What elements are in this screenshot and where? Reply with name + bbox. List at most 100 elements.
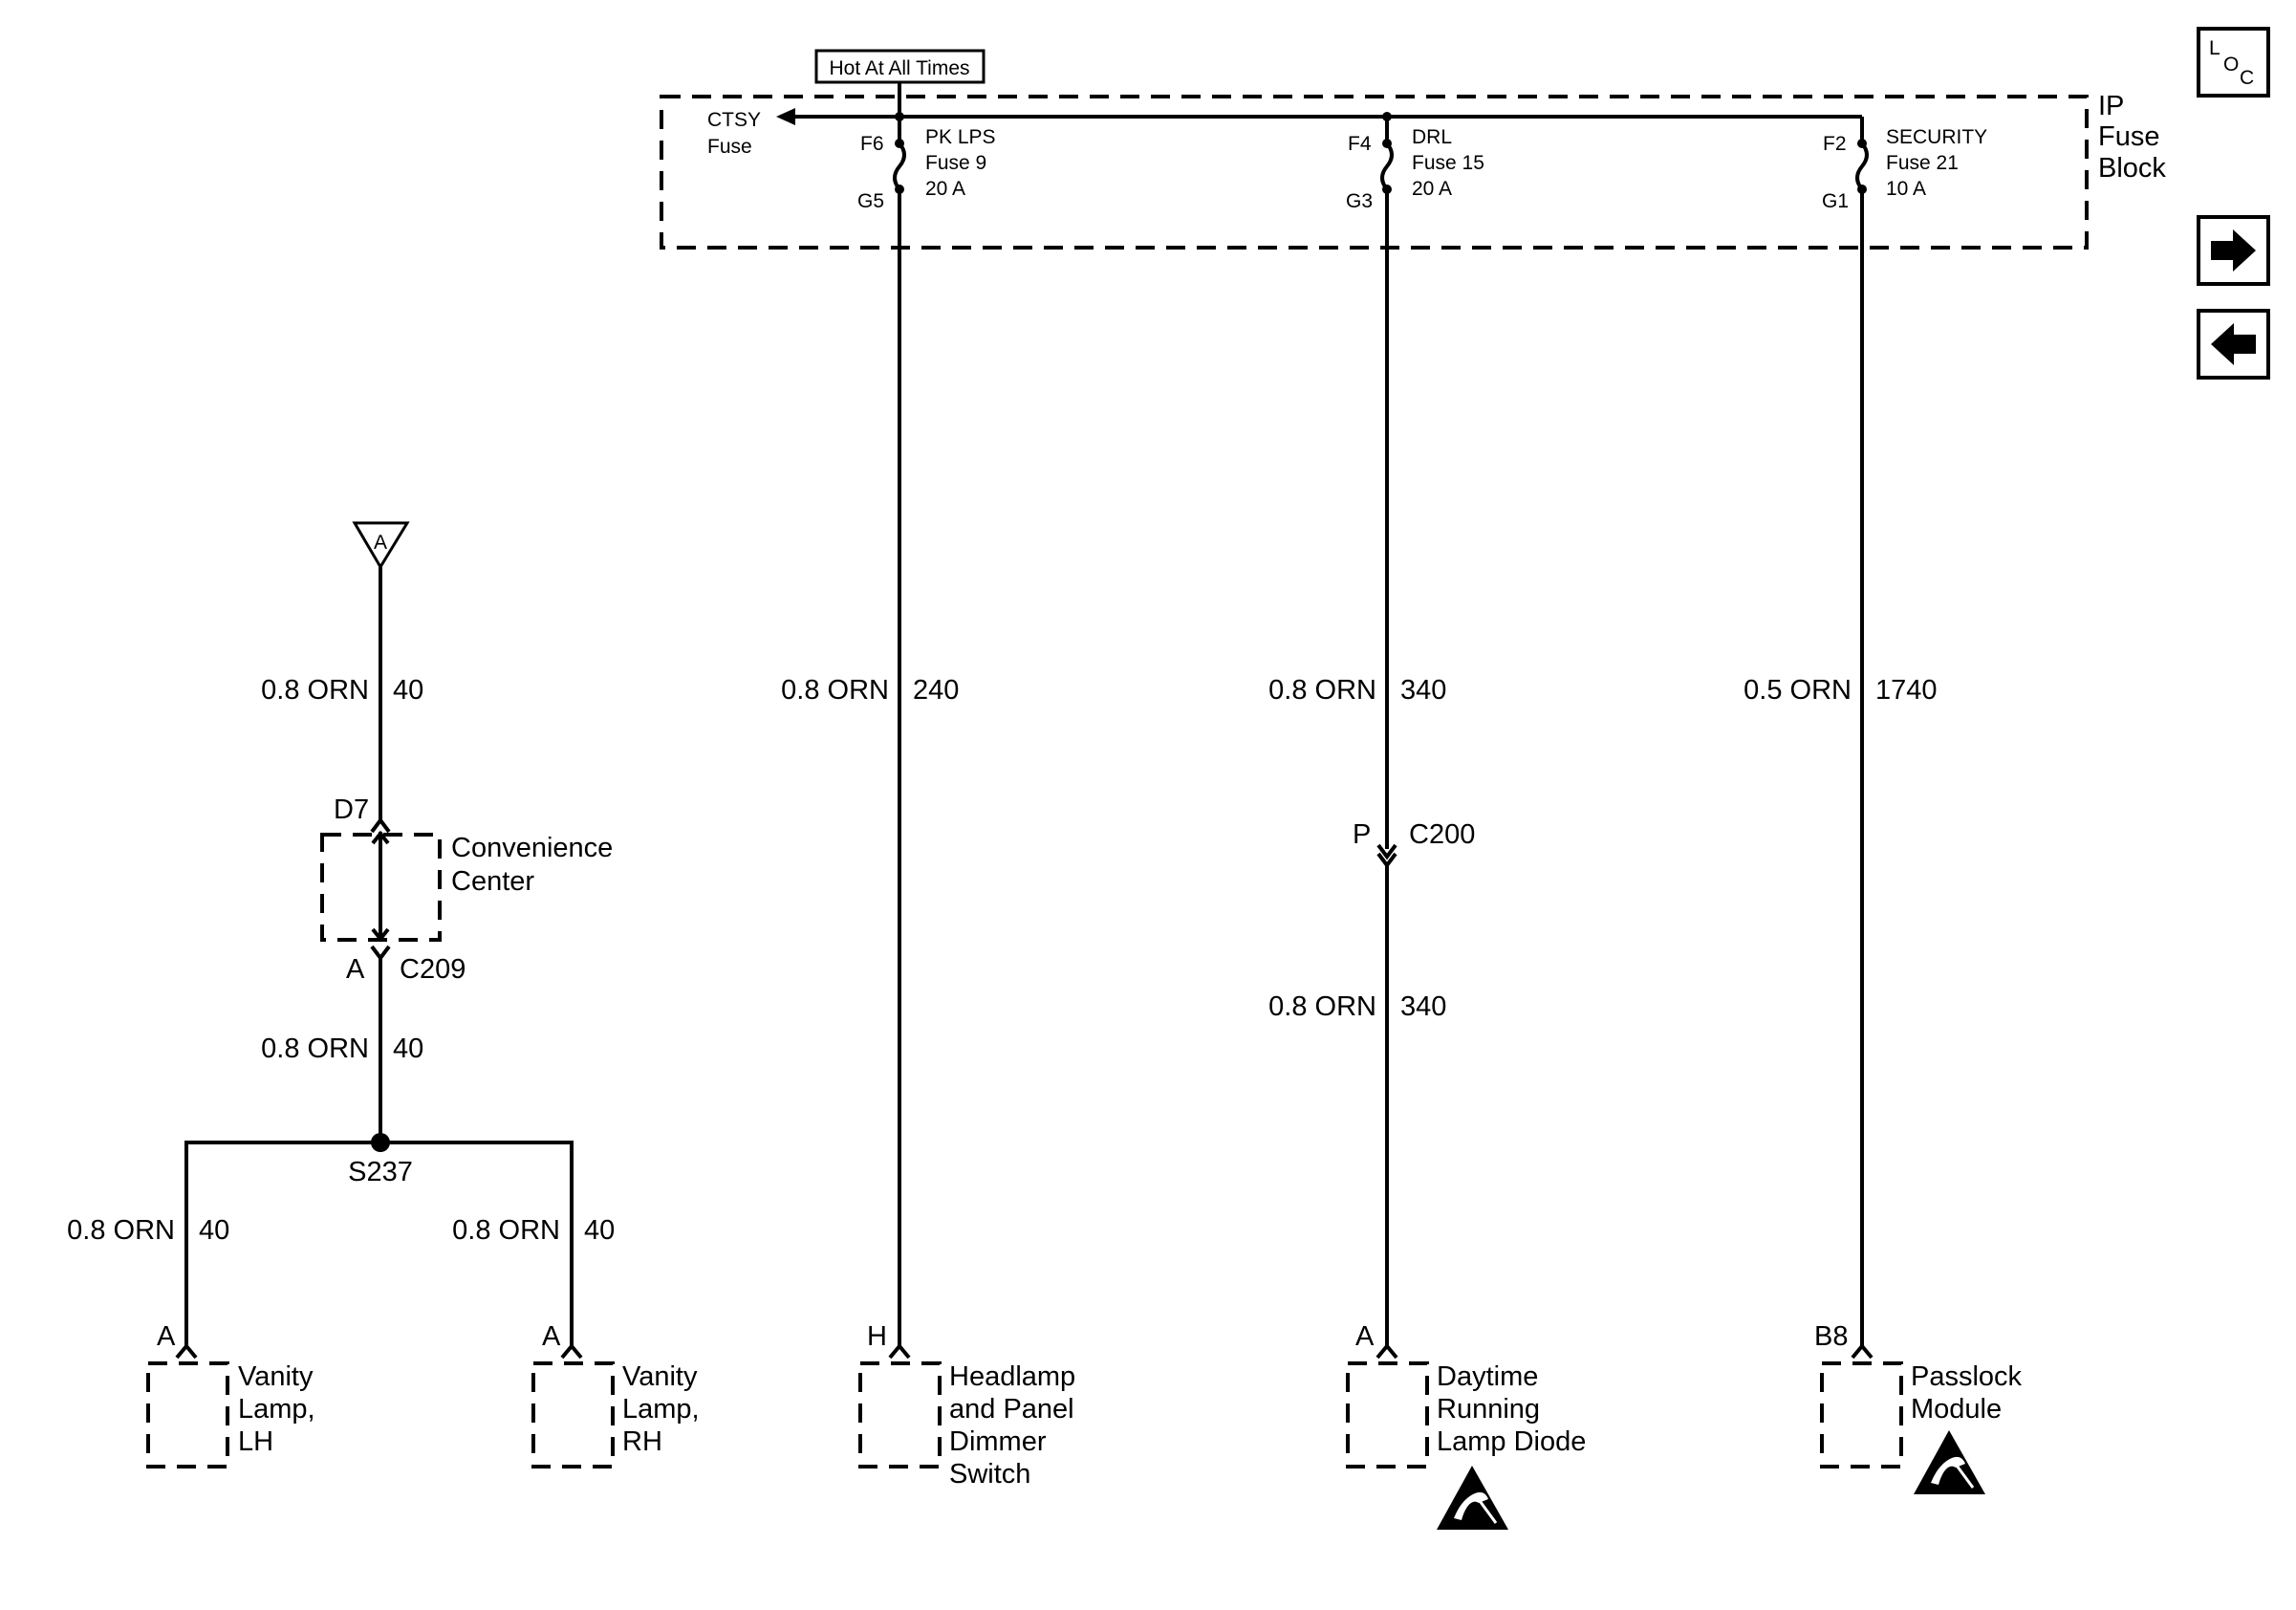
svg-text:10 A: 10 A	[1886, 178, 1926, 200]
svg-text:RH: RH	[622, 1426, 662, 1457]
drl-diode-label: Daytime Running Lamp Diode	[1437, 1361, 1586, 1457]
svg-text:Lamp,: Lamp,	[238, 1394, 315, 1425]
svg-text:DRL: DRL	[1412, 126, 1452, 148]
svg-text:CTSY: CTSY	[707, 109, 761, 131]
wire-40-lh-circuit: 40	[199, 1215, 229, 1246]
vanity-lamp-rh-outline	[531, 1361, 615, 1469]
passlock-pin-symbol	[1851, 1342, 1874, 1360]
svg-text:20 A: 20 A	[925, 178, 965, 200]
svg-text:F4: F4	[1348, 133, 1372, 155]
svg-text:SECURITY: SECURITY	[1886, 126, 1987, 148]
drl-diode-pin: A	[1355, 1321, 1375, 1352]
svg-text:Lamp Diode: Lamp Diode	[1437, 1426, 1586, 1457]
loc-icon: L	[2209, 37, 2220, 59]
c209-connector-symbol	[370, 945, 391, 962]
fuse-drl: F4 G3 DRL Fuse 15 20 A	[1346, 112, 1484, 212]
wire-40-rh-gauge: 0.8 ORN	[452, 1215, 560, 1246]
next-page-button[interactable]	[2197, 215, 2270, 286]
vanity-lamp-lh-outline	[146, 1361, 229, 1469]
wire-340-lower-gauge: 0.8 ORN	[1268, 991, 1376, 1022]
arrow-left-icon	[2211, 323, 2256, 365]
passlock-pin: B8	[1814, 1321, 1848, 1352]
convenience-center-label: Convenience Center	[451, 833, 613, 897]
svg-text:IP: IP	[2098, 91, 2124, 121]
c200-label: C200	[1409, 819, 1475, 850]
wire-1740-circuit: 1740	[1875, 675, 1938, 706]
svg-text:Lamp,: Lamp,	[622, 1394, 700, 1425]
drl-pin-symbol	[1375, 1342, 1398, 1360]
svg-text:Block: Block	[2098, 153, 2166, 184]
wire-340-circuit: 340	[1400, 675, 1446, 706]
headlamp-pin-symbol	[888, 1342, 911, 1360]
c200-pin: P	[1353, 819, 1371, 850]
wire-40-top-circuit: 40	[393, 675, 423, 706]
vanity-lamp-rh-label: Vanity Lamp, RH	[622, 1361, 700, 1457]
svg-text:Convenience: Convenience	[451, 833, 613, 863]
svg-text:Fuse: Fuse	[707, 136, 752, 158]
wire-240-gauge: 0.8 ORN	[781, 675, 889, 706]
svg-text:O: O	[2223, 54, 2239, 76]
vanity-lamp-lh-label: Vanity Lamp, LH	[238, 1361, 315, 1457]
ip-fuse-block-outline	[660, 95, 2089, 250]
svg-text:Fuse: Fuse	[2098, 121, 2159, 152]
esd-warning-icon	[1914, 1430, 1985, 1494]
ctsy-arrow	[776, 108, 795, 125]
svg-text:Headlamp: Headlamp	[949, 1361, 1075, 1392]
headlamp-pin: H	[867, 1321, 887, 1352]
svg-text:Switch: Switch	[949, 1459, 1030, 1490]
wire-40-mid-gauge: 0.8 ORN	[261, 1033, 369, 1064]
svg-text:F2: F2	[1823, 133, 1847, 155]
loc-button[interactable]: L O C	[2197, 27, 2270, 98]
svg-text:Fuse 15: Fuse 15	[1412, 152, 1484, 174]
vanity-lh-pin: A	[157, 1321, 176, 1352]
wire-340-lower-circuit: 340	[1400, 991, 1446, 1022]
convenience-pin-d7: D7	[334, 794, 369, 825]
hot-at-all-times-box: Hot At All Times	[814, 49, 986, 84]
wire-240-circuit: 240	[913, 675, 959, 706]
headlamp-switch-outline	[858, 1361, 942, 1469]
svg-text:G3: G3	[1346, 190, 1373, 212]
wire-1740-gauge: 0.5 ORN	[1744, 675, 1852, 706]
ip-fuse-block-label: IP Fuse Block	[2098, 91, 2166, 184]
wire-40-top-gauge: 0.8 ORN	[261, 675, 369, 706]
fuse-security: F2 G1 SECURITY Fuse 21 10 A	[1822, 117, 1987, 212]
esd-warning-icon	[1437, 1466, 1508, 1530]
previous-page-button[interactable]	[2197, 309, 2270, 380]
svg-text:PK LPS: PK LPS	[925, 126, 996, 148]
passlock-module-outline	[1820, 1361, 1903, 1469]
svg-text:Module: Module	[1911, 1394, 2002, 1425]
passlock-module-label: Passlock Module	[1911, 1361, 2023, 1425]
wire-340-gauge: 0.8 ORN	[1268, 675, 1376, 706]
drl-diode-outline	[1346, 1361, 1429, 1469]
connector-ref-a: A	[352, 521, 410, 570]
wire-40-branches	[184, 1141, 574, 1348]
arrow-right-icon	[2211, 229, 2256, 272]
svg-text:Center: Center	[451, 866, 534, 897]
svg-text:Vanity: Vanity	[622, 1361, 698, 1392]
svg-text:LH: LH	[238, 1426, 273, 1457]
svg-text:Vanity: Vanity	[238, 1361, 314, 1392]
svg-text:Passlock: Passlock	[1911, 1361, 2023, 1392]
splice-s237-label: S237	[348, 1157, 413, 1187]
ctsy-fuse-label: CTSY Fuse	[707, 109, 761, 158]
vanity-rh-pin: A	[542, 1321, 561, 1352]
svg-text:A: A	[374, 532, 387, 554]
svg-text:Hot At All Times: Hot At All Times	[829, 57, 969, 79]
c209-label: C209	[400, 954, 466, 985]
svg-text:Running: Running	[1437, 1394, 1540, 1425]
svg-text:Fuse 9: Fuse 9	[925, 152, 986, 174]
svg-text:Daytime: Daytime	[1437, 1361, 1538, 1392]
svg-text:G1: G1	[1822, 190, 1849, 212]
svg-text:Dimmer: Dimmer	[949, 1426, 1047, 1457]
c209-pin: A	[346, 954, 365, 985]
headlamp-switch-label: Headlamp and Panel Dimmer Switch	[949, 1361, 1075, 1490]
svg-text:C: C	[2240, 67, 2254, 89]
fuse-pk-lps: F6 G5 PK LPS Fuse 9 20 A	[857, 112, 996, 212]
svg-text:Fuse 21: Fuse 21	[1886, 152, 1959, 174]
svg-text:and Panel: and Panel	[949, 1394, 1074, 1425]
svg-text:G5: G5	[857, 190, 884, 212]
wire-40-rh-circuit: 40	[584, 1215, 615, 1246]
wire-40-mid-circuit: 40	[393, 1033, 423, 1064]
wire-40-lh-gauge: 0.8 ORN	[67, 1215, 175, 1246]
svg-text:F6: F6	[860, 133, 884, 155]
